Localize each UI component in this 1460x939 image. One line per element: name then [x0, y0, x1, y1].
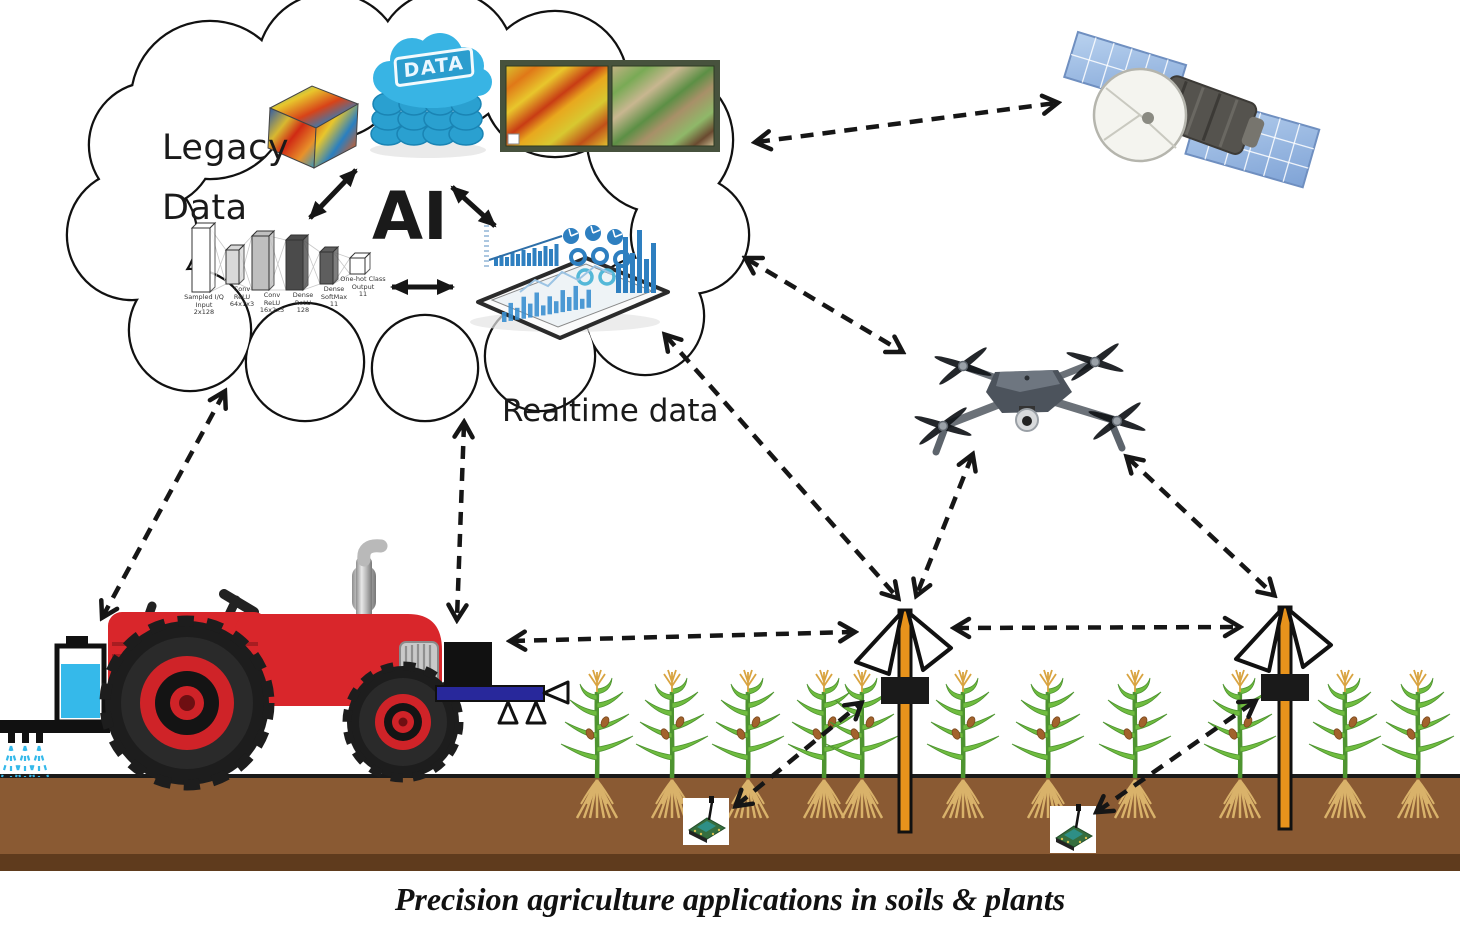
- dashed-link-soil-sensor-1-antenna-pole-1: [737, 704, 860, 805]
- solid-link-data-stack-tablet-charts: [450, 185, 497, 228]
- nn-layer-label: One-hot Class Output 11: [340, 275, 386, 298]
- front-wheel: [342, 661, 464, 783]
- terrain-cube-icon: [267, 85, 360, 169]
- tractor-icon: [0, 539, 570, 791]
- dashed-link-drone-antenna-pole-1: [917, 456, 972, 594]
- nn-layer-label: Conv ReLU 64x1x3: [229, 285, 255, 308]
- water-tank-icon: [54, 636, 107, 725]
- antenna-pole-1: [854, 608, 953, 834]
- nn-layer-label: Dense SoftMax 11: [320, 285, 348, 308]
- nn-layer-label: Dense ReLU 128: [292, 291, 314, 314]
- nn-layer-label: Sampled I/Q Input 2x128: [184, 293, 224, 316]
- dashed-link-cloud-tractor-tank: [103, 393, 224, 616]
- dashed-link-cloud-antenna-pole-1: [666, 336, 897, 597]
- nn-diagram-icon: [190, 221, 372, 294]
- data-stack-icon: [370, 33, 492, 158]
- tablet-charts-icon: [470, 225, 670, 340]
- corn-plant-icon: [560, 669, 634, 819]
- legacy-data-label-line1: Legacy: [162, 128, 290, 168]
- legacy-data-label-line2: Data: [162, 188, 248, 228]
- antenna-pole-2: [1234, 605, 1333, 831]
- ai-label: AI: [372, 178, 448, 255]
- soil-sensor-2: [1050, 804, 1096, 853]
- dashed-link-soil-sensor-2-antenna-pole-2: [1098, 702, 1254, 811]
- soil-sensor-1: [683, 796, 729, 845]
- field-maps-icon: [500, 60, 720, 152]
- dashed-link-drone-antenna-pole-2: [1128, 458, 1273, 594]
- sprayer-boom-icon: [435, 642, 570, 725]
- cloud-internal-arrows: [308, 168, 497, 295]
- corn-plant-icon: [1011, 669, 1085, 819]
- satellite-icon: [1063, 30, 1321, 189]
- figure-caption: Precision agriculture applications in so…: [394, 881, 1066, 917]
- dashed-link-antenna-pole-1-antenna-pole-2: [956, 627, 1238, 628]
- communication-arrows: [103, 103, 1273, 811]
- dashed-link-tractor-box-antenna-pole-1: [512, 632, 853, 641]
- corn-plant-icon: [1381, 669, 1455, 819]
- corn-plant-icon: [926, 669, 1000, 819]
- rear-wheel: [99, 615, 275, 791]
- realtime-data-label: Realtime data: [502, 393, 719, 429]
- dashed-link-cloud-drone: [747, 259, 901, 351]
- corn-plant-icon: [1308, 669, 1382, 819]
- sprinkler-boom-icon: [0, 720, 110, 778]
- nn-layer-label: Conv ReLU 16x2x3: [259, 291, 285, 314]
- dashed-link-cloud-tractor-box: [457, 424, 464, 618]
- dashed-link-cloud-satellite: [757, 103, 1056, 142]
- drone-icon: [914, 343, 1146, 456]
- solid-link-terrain-cube-nn-diagram: [308, 168, 358, 220]
